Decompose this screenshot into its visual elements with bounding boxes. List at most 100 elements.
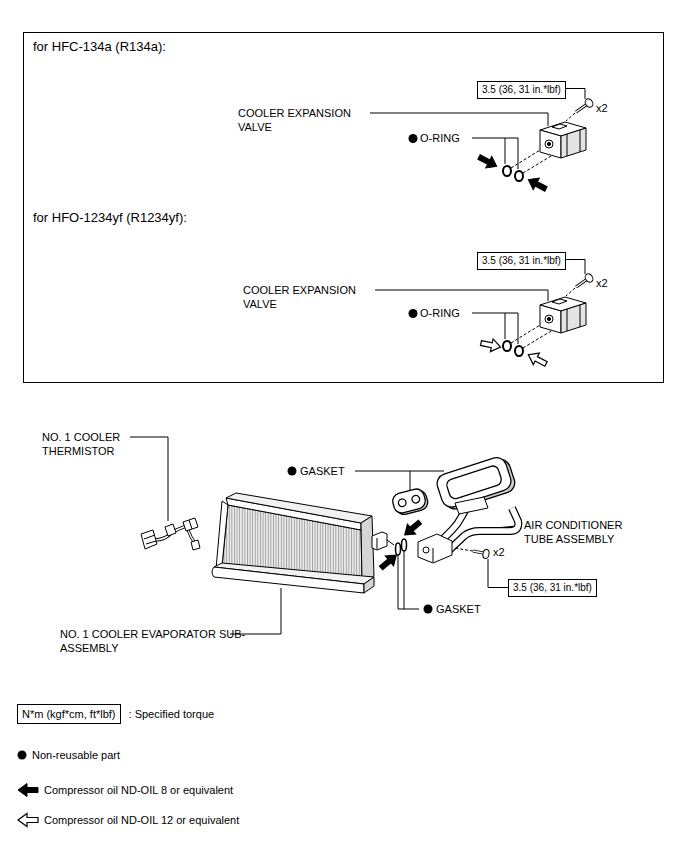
tube-assembly — [418, 534, 452, 563]
gasket — [398, 498, 407, 507]
oil-arrow-white — [525, 349, 549, 370]
expansion-valve — [545, 315, 553, 323]
tube-assembly — [423, 547, 429, 553]
part-label: O-RING — [420, 131, 460, 145]
gasket — [396, 543, 401, 555]
tube-assembly — [418, 497, 518, 563]
tube-assembly — [454, 548, 473, 551]
evaporator — [212, 567, 364, 593]
part-label: GASKET — [300, 464, 345, 478]
evaporator — [361, 516, 374, 583]
expansion-valve — [566, 113, 575, 121]
oil-arrow-black — [377, 550, 401, 573]
evaporator — [387, 540, 394, 545]
gasket — [391, 454, 517, 517]
section-heading: for HFC-134a (R134a): — [33, 39, 166, 55]
evaporator — [372, 532, 387, 550]
expansion-valve — [580, 130, 581, 152]
oil-arrow-black — [525, 174, 549, 195]
oil-arrow-black — [476, 151, 549, 194]
torque-value: 3.5 (36, 31 in.*lbf) — [513, 582, 592, 594]
bolt — [482, 549, 489, 559]
expansion-valve — [561, 128, 586, 158]
legend-text: : Specified torque — [129, 707, 215, 721]
o-ring — [515, 171, 523, 181]
tube-assembly — [433, 548, 434, 562]
o-ring — [503, 341, 523, 356]
non-reusable-dot — [288, 467, 297, 476]
quantity-label: x2 — [493, 545, 505, 559]
part-label: O-RING — [420, 306, 460, 320]
leader-lines — [398, 555, 419, 609]
torque-value: 3.5 (36, 31 in.*lbf) — [482, 255, 561, 267]
evaporator — [364, 577, 374, 593]
leader-lines — [472, 313, 518, 314]
oil-arrow-black — [476, 151, 500, 172]
bolt — [576, 280, 586, 287]
leader-lines — [230, 588, 281, 634]
legend-text: Compressor oil ND-OIL 12 or equivalent — [44, 813, 239, 827]
tube-assembly — [446, 508, 518, 553]
o-ring — [515, 346, 523, 356]
leader-lines — [370, 113, 548, 126]
bolt — [473, 549, 490, 559]
section-heading: for HFO-1234yf (R1234yf): — [33, 210, 187, 226]
expansion-valve — [567, 309, 568, 331]
bolt — [473, 551, 483, 553]
gasket — [402, 539, 407, 551]
part-label: NO. 1 COOLER THERMISTOR — [42, 430, 152, 458]
legend-text: Non-reusable part — [32, 748, 120, 762]
expansion-valve — [523, 328, 556, 348]
oil-arrow-black — [377, 517, 424, 573]
torque-box: 3.5 (36, 31 in.*lbf) — [477, 252, 566, 270]
gasket — [396, 539, 407, 555]
refrigerant-panel: for HFC-134a (R134a): for HFO-1234yf (R12… — [23, 32, 664, 383]
part-label: AIR CONDITIONER TUBE ASSEMBLY — [524, 518, 642, 546]
thermistor — [191, 540, 200, 550]
non-reusable-dot — [409, 134, 418, 143]
non-reusable-dot — [424, 605, 433, 614]
legend-arrow-white — [18, 814, 38, 827]
part-label: COOLER EXPANSION VALVE — [238, 106, 378, 134]
torque-legend-box: N*m (kgf*cm, ft*lbf) — [17, 704, 121, 724]
leader-lines — [488, 559, 510, 588]
thermistor — [183, 518, 198, 531]
bolt — [576, 105, 586, 112]
part-label: COOLER EXPANSION VALVE — [243, 283, 383, 311]
oil-arrow-black — [401, 517, 425, 540]
torque-value: 3.5 (36, 31 in.*lbf) — [482, 84, 561, 96]
expansion-valve — [552, 299, 567, 304]
evaporator — [377, 538, 378, 549]
expansion-valve — [580, 305, 581, 327]
thermistor — [146, 541, 156, 544]
leader-lines — [404, 551, 405, 609]
o-ring — [503, 341, 511, 351]
expansion-valve — [540, 130, 561, 158]
expansion-valve — [547, 317, 550, 320]
gasket — [411, 495, 420, 504]
bolt — [584, 272, 595, 283]
quantity-label: x2 — [596, 276, 608, 290]
evaporator — [216, 501, 228, 569]
thermistor — [165, 524, 176, 536]
o-ring — [503, 166, 511, 176]
quantity-label: x2 — [596, 101, 608, 115]
bolt — [576, 105, 586, 112]
legend-dot — [18, 751, 27, 760]
expansion-valve — [547, 142, 550, 145]
thermistor — [141, 518, 200, 550]
leader-lines — [130, 437, 168, 521]
evaporator — [226, 493, 372, 523]
leader-lines — [505, 313, 506, 339]
torque-value: N*m (kgf*cm, ft*lbf) — [22, 707, 116, 721]
legend-text: Compressor oil ND-OIL 8 or equivalent — [44, 783, 233, 797]
leader-lines — [375, 290, 548, 301]
thermistor — [141, 530, 157, 549]
expansion-valve — [545, 140, 553, 148]
gasket — [391, 487, 430, 517]
leader-lines — [355, 471, 444, 472]
part-label: GASKET — [436, 602, 481, 616]
